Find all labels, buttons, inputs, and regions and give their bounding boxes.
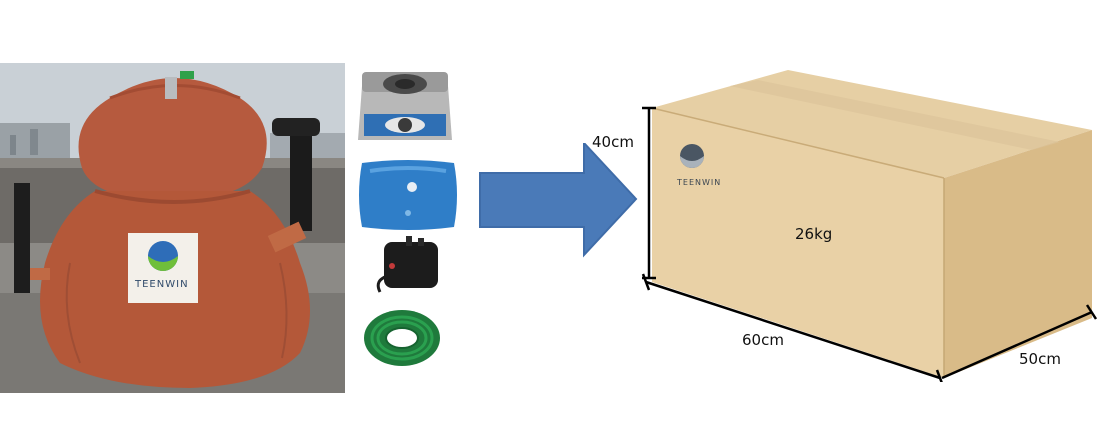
gas-stove-image	[356, 66, 454, 146]
gas-hose-image	[364, 310, 440, 366]
digester-brand-label: TEENWIN	[135, 279, 189, 290]
length-dimension-line	[645, 280, 941, 380]
box-top-face	[652, 70, 1092, 178]
black-pipe	[14, 183, 30, 293]
arrow-icon	[479, 143, 638, 258]
box-height-label: 40cm	[592, 133, 634, 151]
box-width-label: 50cm	[1019, 350, 1061, 368]
box-side-face	[944, 130, 1092, 378]
box-weight-label: 26kg	[795, 225, 833, 243]
box-brand-label: TEENWIN	[677, 178, 722, 187]
width-dimension-line	[941, 310, 1093, 380]
digester-photo	[0, 63, 345, 393]
box-length-label: 60cm	[742, 331, 784, 349]
digester-top-bulb	[78, 78, 267, 195]
top-valve	[165, 77, 177, 99]
pressure-bag-image	[359, 160, 457, 230]
shipping-box	[641, 70, 1098, 382]
pump-image	[376, 236, 438, 293]
box-front-face	[652, 108, 944, 378]
